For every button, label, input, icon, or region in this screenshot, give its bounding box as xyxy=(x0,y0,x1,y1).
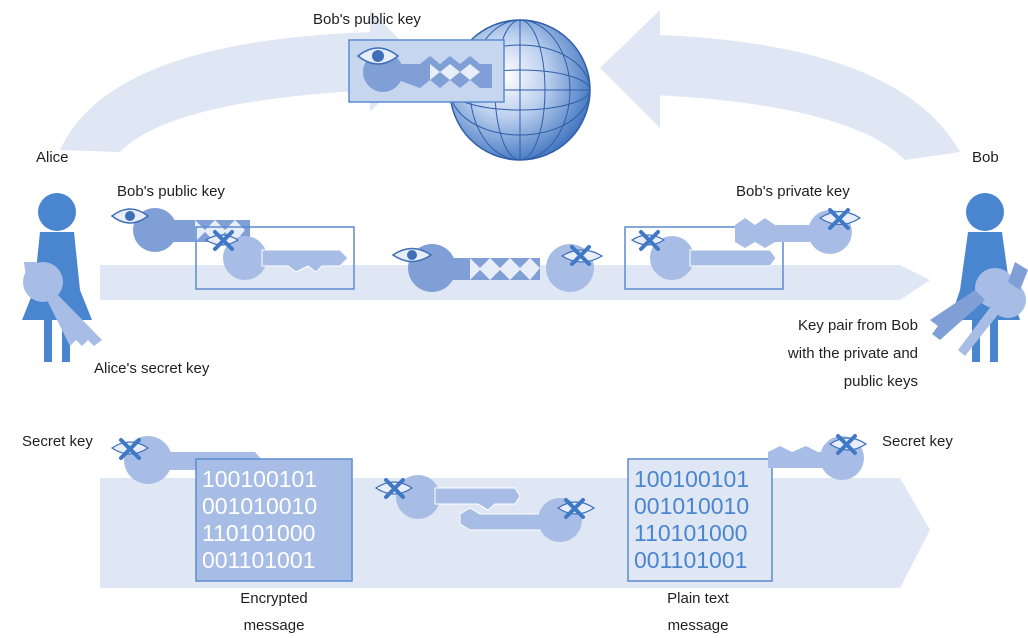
secret-key-box-left xyxy=(195,226,355,290)
plain-line-2: 001010010 xyxy=(634,493,749,519)
label-key-pair-line3: public keys xyxy=(844,373,918,390)
label-key-pair-line2: with the private and xyxy=(787,345,918,362)
cross-icon xyxy=(639,230,660,251)
cross-icon xyxy=(836,434,857,455)
label-encrypted-line2: message xyxy=(244,617,305,634)
secret-key-bottom-right xyxy=(768,434,868,480)
alice-secret-key-icon xyxy=(23,262,102,346)
plain-line-4: 001101001 xyxy=(634,547,747,573)
bob-key-pair-icon xyxy=(930,262,1028,356)
arc-right xyxy=(655,35,960,160)
cross-icon xyxy=(828,208,850,230)
encrypted-line-3: 110101000 xyxy=(202,520,315,546)
cross-icon xyxy=(213,230,234,251)
plain-text-message-box: 100100101 001010010 110101000 001101001 xyxy=(627,458,773,582)
label-alices-secret-key: Alice's secret key xyxy=(94,360,210,377)
plain-line-1: 100100101 xyxy=(634,466,749,492)
encrypted-line-4: 001101001 xyxy=(202,547,315,573)
label-secret-key-right: Secret key xyxy=(882,433,953,450)
label-alice: Alice xyxy=(36,149,69,166)
encrypted-line-1: 100100101 xyxy=(202,466,317,492)
label-top-public-key: Bob's public key xyxy=(313,11,421,28)
secret-key-center-right xyxy=(459,498,596,542)
arc-left xyxy=(60,32,375,152)
label-secret-key-left: Secret key xyxy=(22,433,93,450)
label-alice-bobs-public-key: Bob's public key xyxy=(117,183,225,200)
cross-icon xyxy=(564,498,585,519)
private-key-right xyxy=(735,208,862,254)
secret-key-center-left xyxy=(374,475,521,519)
cross-icon xyxy=(119,438,141,460)
cross-icon xyxy=(384,478,405,499)
plain-line-3: 110101000 xyxy=(634,520,747,546)
label-bobs-private-key: Bob's private key xyxy=(736,183,850,200)
label-plain-line1: Plain text xyxy=(667,590,730,607)
encrypted-line-2: 001010010 xyxy=(202,493,317,519)
arc-right-arrowhead xyxy=(600,10,660,128)
encrypted-message-box: 100100101 001010010 110101000 001101001 xyxy=(195,458,353,582)
label-key-pair-line1: Key pair from Bob xyxy=(798,317,918,334)
middle-band xyxy=(100,265,930,300)
label-plain-line2: message xyxy=(668,617,729,634)
eye-icon xyxy=(356,47,400,65)
private-key-box-right xyxy=(624,226,784,290)
label-encrypted-line1: Encrypted xyxy=(240,590,308,607)
public-key-box-top xyxy=(348,39,505,103)
cross-icon xyxy=(570,245,591,266)
key-pair-center xyxy=(391,244,604,292)
label-bob: Bob xyxy=(972,149,999,166)
